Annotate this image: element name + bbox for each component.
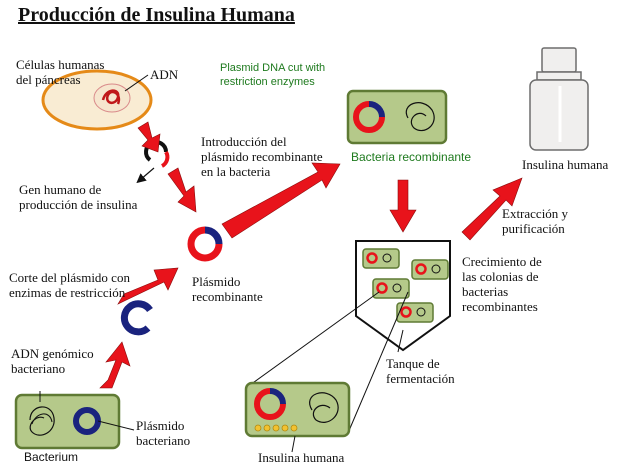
label-dna: ADN [150,67,179,82]
arrow-gene-to-plasmid [167,167,197,213]
arrow-cell-to-gene [137,121,161,153]
tank-colony [396,302,434,323]
gene-pointer [136,167,155,184]
insulin-bottle [529,47,589,151]
tank-colony [411,259,449,280]
tank-pointer [397,329,404,353]
label-recombinant-bacteria: Bacteria recombinante [351,150,472,164]
arrow-cut-to-plasmid [117,267,179,305]
red-arrows [99,121,523,389]
diagram-title: Producción de Insulina Humana [18,4,295,26]
insulin-producing-bacterium [244,381,351,453]
nucleus [93,83,131,113]
arrow-to-tank [389,179,417,233]
plasmid-pointer [97,420,135,431]
human-pancreas-cell [41,69,153,131]
arrow-introduction [221,162,341,239]
fermentation-tank [249,240,451,434]
arrow-extraction [461,177,523,241]
zoom-line-right [347,291,409,434]
dna-pointer [124,74,149,92]
arrow-bacterium-to-cut [99,341,131,389]
tank-colony [362,248,400,269]
recombinant-plasmid [187,226,223,262]
label-bacterium: Bacterium [24,450,79,464]
label-human-insulin-top: Insulina humana [522,157,609,172]
cut-plasmid [120,300,153,336]
zoom-line-left [249,291,380,386]
recombinant-bacterium [346,89,448,145]
insulin-molecules [254,424,298,432]
label-human-insulin-bottom: Insulina humana [258,450,345,465]
tank-colony [372,278,410,299]
dna-squiggle [101,89,121,105]
bacterium [14,391,135,450]
